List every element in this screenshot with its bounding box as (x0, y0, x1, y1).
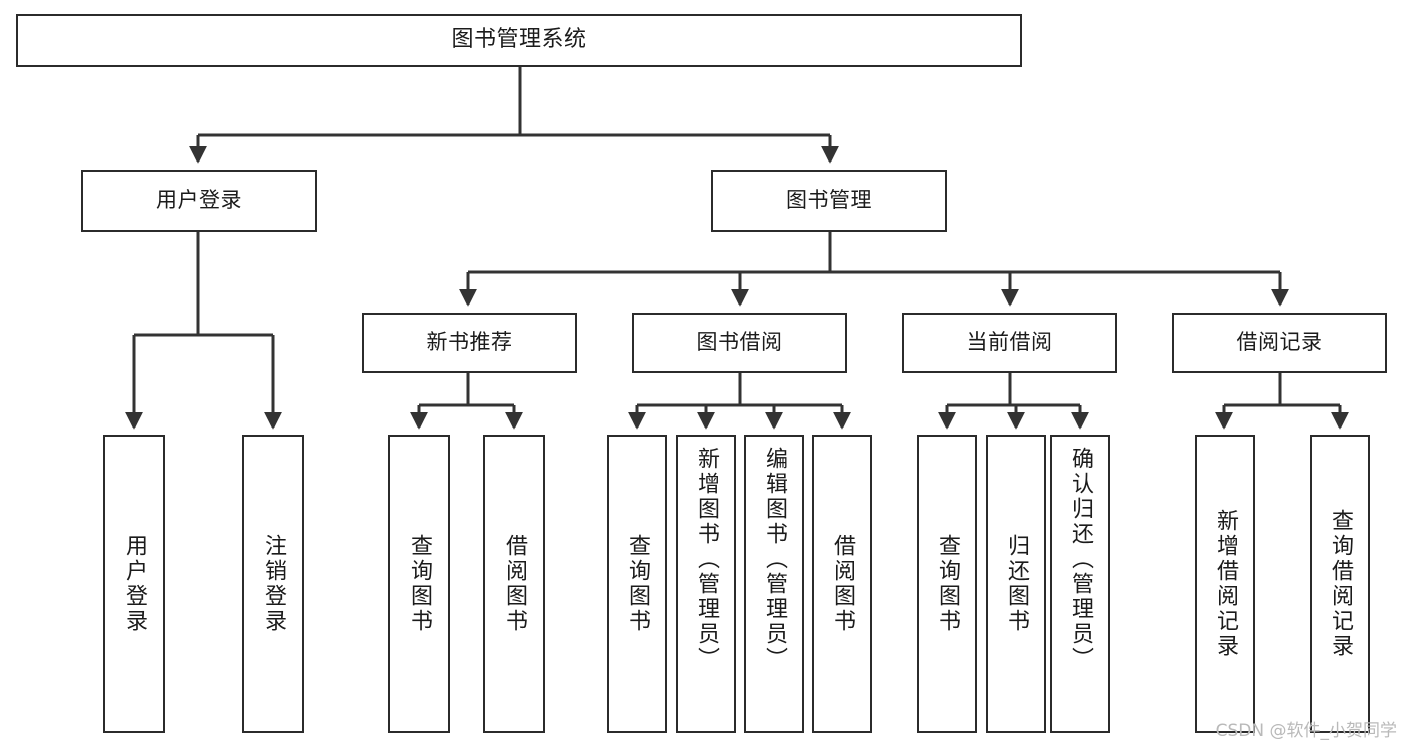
node-book-borrow[interactable]: 图书借阅 (632, 313, 847, 373)
node-user-login-label: 用户登录 (156, 188, 242, 213)
node-leaf-borrow-book-1-label: 借阅图书 (502, 534, 527, 634)
node-current-borrow-label: 当前借阅 (966, 330, 1053, 355)
node-root-label: 图书管理系统 (451, 27, 587, 53)
node-leaf-logout-login[interactable]: 注销登录 (242, 435, 304, 733)
node-leaf-user-login-label: 用户登录 (122, 534, 147, 634)
node-leaf-query-book-1-label: 查询图书 (407, 534, 432, 634)
node-leaf-add-book[interactable]: 新增图书（管理员） (676, 435, 736, 733)
node-leaf-edit-book-label: 编辑图书（管理员） (762, 447, 787, 672)
node-leaf-confirm-return[interactable]: 确认归还（管理员） (1050, 435, 1110, 733)
node-leaf-query-record[interactable]: 查询借阅记录 (1310, 435, 1370, 733)
node-leaf-add-book-label: 新增图书（管理员） (694, 447, 719, 672)
node-book-borrow-label: 图书借阅 (696, 330, 783, 355)
node-leaf-add-record[interactable]: 新增借阅记录 (1195, 435, 1255, 733)
node-leaf-return-book[interactable]: 归还图书 (986, 435, 1046, 733)
node-leaf-query-book-3[interactable]: 查询图书 (917, 435, 977, 733)
node-leaf-query-book-3-label: 查询图书 (935, 534, 960, 634)
node-borrow-record-label: 借阅记录 (1236, 330, 1323, 355)
node-leaf-borrow-book-1[interactable]: 借阅图书 (483, 435, 545, 733)
node-user-login[interactable]: 用户登录 (81, 170, 317, 232)
node-leaf-borrow-book-2[interactable]: 借阅图书 (812, 435, 872, 733)
node-borrow-record[interactable]: 借阅记录 (1172, 313, 1387, 373)
node-leaf-confirm-return-label: 确认归还（管理员） (1068, 447, 1093, 672)
node-leaf-query-record-label: 查询借阅记录 (1328, 509, 1353, 659)
node-leaf-logout-login-label: 注销登录 (261, 534, 286, 634)
node-new-book-recommend-label: 新书推荐 (426, 330, 513, 355)
node-leaf-query-book-2-label: 查询图书 (625, 534, 650, 634)
node-leaf-add-record-label: 新增借阅记录 (1213, 509, 1238, 659)
node-leaf-edit-book[interactable]: 编辑图书（管理员） (744, 435, 804, 733)
node-leaf-return-book-label: 归还图书 (1004, 534, 1029, 634)
node-leaf-query-book-1[interactable]: 查询图书 (388, 435, 450, 733)
node-leaf-borrow-book-2-label: 借阅图书 (830, 534, 855, 634)
node-leaf-query-book-2[interactable]: 查询图书 (607, 435, 667, 733)
node-book-management-label: 图书管理 (786, 188, 872, 213)
node-new-book-recommend[interactable]: 新书推荐 (362, 313, 577, 373)
node-current-borrow[interactable]: 当前借阅 (902, 313, 1117, 373)
node-book-management[interactable]: 图书管理 (711, 170, 947, 232)
node-leaf-user-login[interactable]: 用户登录 (103, 435, 165, 733)
node-root[interactable]: 图书管理系统 (16, 14, 1022, 67)
